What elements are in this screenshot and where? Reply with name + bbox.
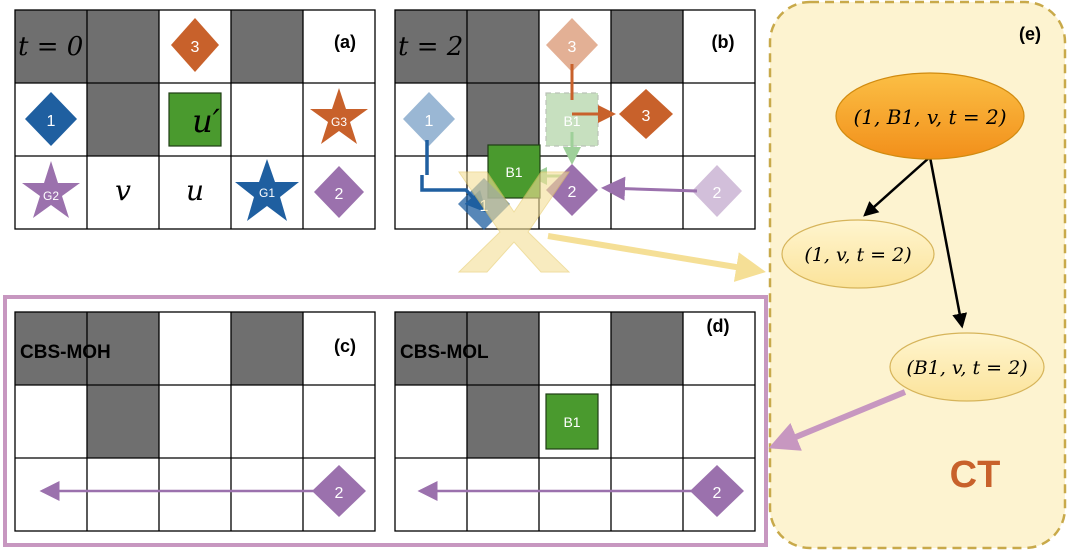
cell-u-prime-label: u′ [192,102,221,140]
panel-d: CBS-MOL (d) B1 2 [394,311,756,532]
wall-cell [231,10,303,83]
ct-right-node [889,332,1045,402]
agent-3-icon [619,89,673,139]
highlight-box [3,295,768,547]
panel-d-grid [394,311,756,532]
panel-b: t = 2 (b) 3 1 2 B1 3 2 B1 1 [394,9,756,273]
agent-2-icon [690,465,744,517]
agent-3-label: 3 [642,108,651,125]
panel-a: t = 0 (a) 3 1 u′ G3 G2 v u G1 2 [14,9,376,230]
cell-u-label: u [186,174,204,207]
panel-d-title: CBS-MOL [400,342,489,363]
agent-3-ghost-icon [546,18,598,72]
wall-cell [467,385,539,458]
agent-2-label: 2 [335,186,344,203]
agent-2-label: 2 [335,485,344,502]
ct-root-node-label: (1, B1, v, t = 2) [853,105,1006,129]
panel-b-time: t = 2 [398,32,463,62]
panel-c-label: (c) [334,336,356,356]
agent-1-ghost-icon [403,92,455,146]
wall-cell [395,10,467,83]
cell-v-label: v [115,174,131,207]
goal-g3-star-icon [310,88,368,144]
block-icon [168,92,222,147]
wall-cell [87,312,159,385]
agent-2-label: 2 [568,184,577,201]
agent-3-label: 3 [191,39,200,56]
agent-3-path-arrow [570,64,613,114]
agent-3-ghost-label: 3 [568,39,577,56]
conflict-x-icon [457,171,571,273]
wall-cell [611,10,683,83]
ct-edge-right [928,156,968,329]
wall-cell [15,312,87,385]
goal-g2-star-icon [22,161,80,218]
agent-2-icon [312,465,366,517]
panel-a-grid [14,9,376,230]
panel-e-label: (e) [1019,24,1041,44]
agent-1-icon [25,92,77,146]
panel-c-grid [14,311,376,532]
wall-cell [467,312,539,385]
ct-left-node-label: (1, v, t = 2) [804,244,911,266]
agent-1-ghost-label: 1 [425,113,434,130]
goal-g1-label: G1 [259,186,275,200]
block-icon [545,393,599,450]
panel-b-label: (b) [712,32,735,52]
wall-cell [467,10,539,83]
agent-2-icon [314,166,364,218]
ct-edge-left [863,156,931,217]
panel-c-title: CBS-MOH [20,342,111,363]
wall-cell [87,385,159,458]
ct-left-node [781,219,935,289]
goal-g3-label: G3 [331,115,347,129]
wall-cell [231,312,303,385]
wall-cell [395,312,467,385]
panel-c: CBS-MOH (c) 2 [14,311,376,532]
agent-1-label: 1 [47,113,56,130]
block-label: B1 [505,164,522,180]
ct-panel: (e) (1, B1, v, t = 2) (1, v, t = 2) (B1,… [768,0,1067,550]
agent-2-ghost-icon [692,165,742,217]
agent-3-icon [171,18,219,72]
block-label: B1 [563,414,580,430]
ct-tree-label: CT [950,454,1001,496]
goal-g1-star-icon [235,159,299,221]
wall-cell [87,83,159,156]
agent-2-path-arrow [601,176,698,201]
goal-g2-label: G2 [43,189,59,203]
panel-a-time: t = 0 [18,32,83,62]
panel-a-label: (a) [334,32,356,52]
block-ghost-label: B1 [563,113,580,129]
agent-2-ghost-label: 2 [713,185,722,202]
wall-cell [611,312,683,385]
wall-cell [467,83,539,156]
agent-2-label: 2 [713,485,722,502]
ct-to-solution-arrow [768,389,907,451]
panel-d-label: (d) [707,316,730,336]
conflict-to-ct-arrow [547,233,766,282]
ct-right-node-label: (B1, v, t = 2) [906,357,1027,379]
ct-root-node [835,72,1025,160]
